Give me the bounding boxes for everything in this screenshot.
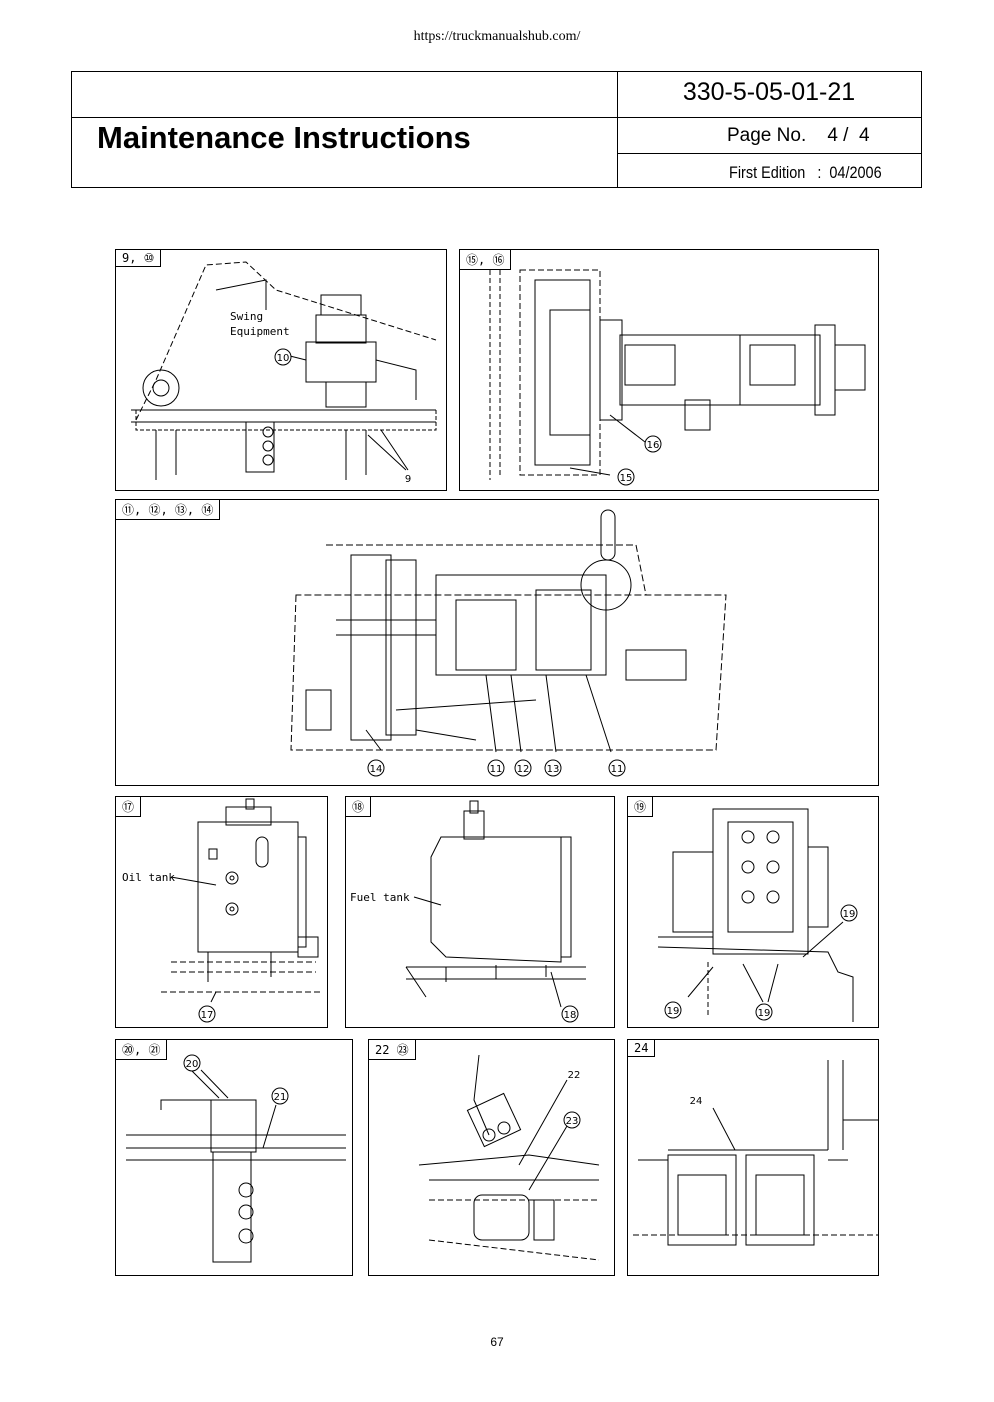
callout-13: 13 [547, 764, 560, 775]
control-valve-drawing: 19 19 19 [657, 808, 858, 1022]
panel-battery: 24 24 [627, 1039, 879, 1276]
panel-pump: 16 15 ⑮, ⑯ [459, 249, 879, 491]
engine-drawing: 14 11 12 13 11 [290, 509, 727, 777]
callout-11-b: 11 [611, 764, 624, 775]
label-swing: Swing [230, 310, 263, 323]
document-header: 330-5-05-01-21 Maintenance Instructions … [71, 71, 922, 188]
panel-tag: ⑳, ㉑ [116, 1040, 168, 1060]
header-divider-right [617, 153, 921, 154]
panel-fuel-tank: Fuel tank 18 ⑱ [345, 796, 615, 1028]
fuel-tank-drawing: Fuel tank 18 [350, 800, 586, 1023]
callout-24: 24 [690, 1096, 703, 1107]
callout-22: 22 [568, 1070, 581, 1081]
callout-9: 9 [405, 474, 411, 485]
panel-swing-equipment: Swing Equipment 10 9 9, ⑩ [115, 249, 447, 491]
panel-tag: ⑲ [628, 797, 654, 817]
callout-19: 19 [843, 909, 856, 920]
header-divider [72, 117, 921, 118]
callout-20: 20 [186, 1059, 199, 1070]
page-number-field: Page No. 4 / 4 [727, 125, 870, 146]
callout-17: 17 [201, 1010, 214, 1021]
document-number: 330-5-05-01-21 [682, 78, 856, 106]
panel-tag: ⑮, ⑯ [460, 250, 512, 270]
panel-tag: 24 [628, 1040, 656, 1057]
callout-16: 16 [647, 440, 660, 451]
panel-center-joint: 20 21 ⑳, ㉑ [115, 1039, 353, 1276]
panel-tag: 9, ⑩ [116, 250, 162, 267]
callout-19-c: 19 [758, 1008, 771, 1019]
oil-tank-drawing: Oil tank 17 [122, 798, 321, 1023]
panel-tag: ⑱ [346, 797, 372, 817]
callout-12: 12 [517, 764, 530, 775]
page-number: 67 [490, 1335, 504, 1349]
callout-19-b: 19 [667, 1006, 680, 1017]
label-equipment: Equipment [230, 325, 290, 338]
callout-circle [274, 348, 292, 366]
panel-tag: ⑪, ⑫, ⑬, ⑭ [116, 500, 221, 520]
callout-21: 21 [274, 1092, 287, 1103]
panel-tag: 22 ㉓ [369, 1040, 416, 1060]
header-divider-vertical [617, 72, 618, 187]
source-url: https://truckmanualshub.com/ [413, 29, 581, 44]
battery-drawing: 24 [633, 1060, 878, 1246]
callout-15: 15 [620, 473, 633, 484]
callout-14: 14 [370, 764, 383, 775]
pump-drawing: 16 15 [489, 269, 866, 486]
page-title: Maintenance Instructions [97, 120, 471, 155]
pilot-valve-drawing: 22 23 [418, 1054, 600, 1261]
edition-field: First Edition : 04/2006 [729, 163, 882, 182]
callout-11: 11 [490, 764, 503, 775]
panel-pilot-valve: 22 23 22 ㉓ [368, 1039, 615, 1276]
callout-10: 10 [277, 353, 290, 364]
callout-23: 23 [566, 1116, 579, 1127]
panel-engine: 14 11 12 13 11 ⑪, ⑫, ⑬, ⑭ [115, 499, 879, 786]
panel-control-valve: 19 19 19 ⑲ [627, 796, 879, 1028]
panel-tag: ⑰ [116, 797, 142, 817]
callout-18: 18 [564, 1010, 577, 1021]
panel-oil-tank: Oil tank 17 ⑰ [115, 796, 328, 1028]
swing-equipment-drawing: Swing Equipment 10 9 [131, 261, 437, 485]
label-fuel-tank: Fuel tank [350, 891, 410, 904]
label-oil-tank: Oil tank [122, 871, 175, 884]
center-joint-drawing: 20 21 [126, 1054, 346, 1263]
